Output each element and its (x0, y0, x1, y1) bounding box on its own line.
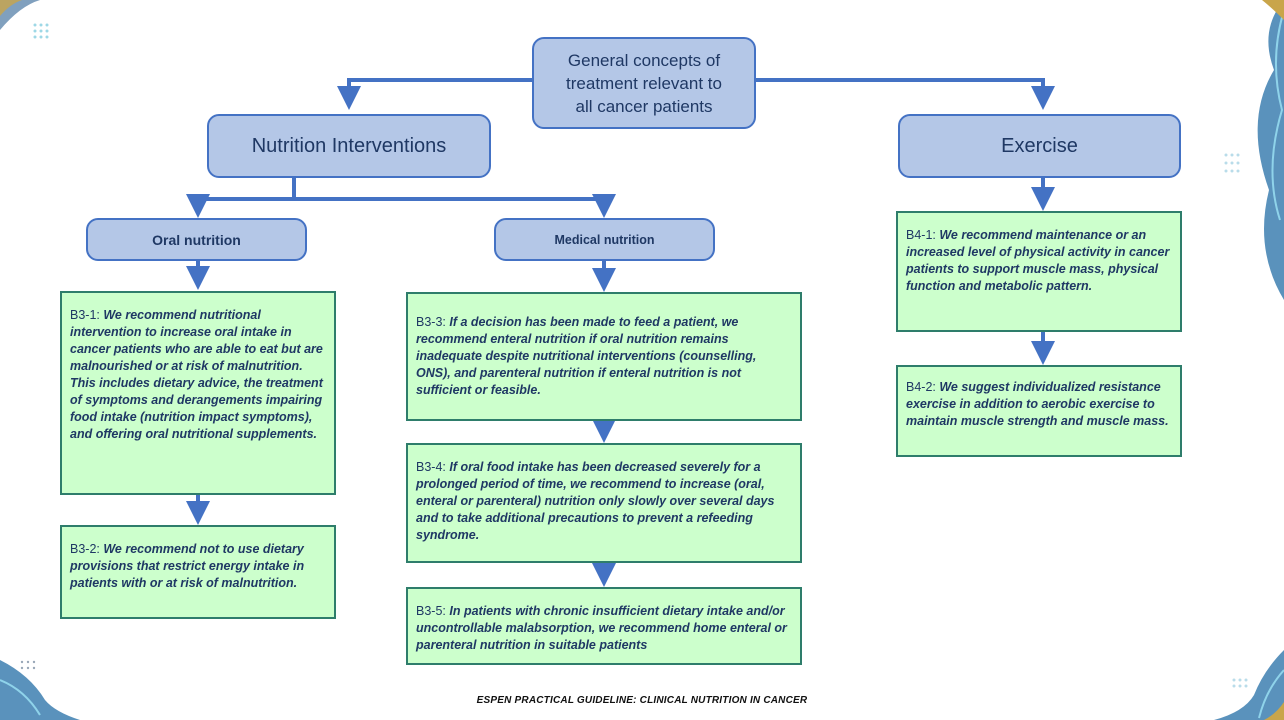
root-concept-box: General concepts of treatment relevant t… (532, 37, 756, 129)
recommendation-b3-2-text: We recommend not to use dietary provisio… (70, 542, 305, 590)
recommendation-b4-2: B4-2: We suggest individualized resistan… (896, 365, 1182, 457)
corner-decoration-top-right (1224, 0, 1284, 300)
recommendation-b3-4-text: If oral food intake has been decreased s… (416, 460, 775, 542)
recommendation-b4-2-text: We suggest individualized resistance exe… (906, 380, 1169, 428)
oral-nutrition-box: Oral nutrition (86, 218, 307, 261)
footer-citation: ESPEN PRACTICAL GUIDELINE: CLINICAL NUTR… (476, 695, 808, 706)
recommendation-b3-2: B3-2: We recommend not to use dietary pr… (60, 525, 336, 619)
recommendation-b4-2-code: B4-2: (906, 380, 940, 394)
recommendation-b4-1-code: B4-1: (906, 228, 940, 242)
recommendation-b4-1-text: We recommend maintenance or an increased… (906, 228, 1170, 293)
medical-nutrition-box: Medical nutrition (494, 218, 715, 261)
oral-nutrition-label: Oral nutrition (152, 231, 241, 248)
root-concept-line-1: General concepts of (567, 50, 721, 70)
corner-decoration-bottom-left (0, 660, 80, 720)
recommendation-b3-1-text: We recommend nutritional intervention to… (70, 308, 323, 441)
nutrition-interventions-label: Nutrition Interventions (251, 134, 447, 157)
exercise-box: Exercise (898, 114, 1181, 178)
recommendation-b3-3-text: If a decision has been made to feed a pa… (416, 315, 757, 397)
recommendation-b3-4: B3-4: If oral food intake has been decre… (406, 443, 802, 563)
recommendation-b3-5-text: In patients with chronic insufficient di… (416, 604, 787, 652)
corner-decoration-top-left (0, 0, 49, 39)
nutrition-interventions-box: Nutrition Interventions (207, 114, 491, 178)
arrow-nutrition-to-medical (294, 194, 616, 218)
recommendation-b3-5-code: B3-5: (416, 604, 450, 618)
recommendation-b3-4-code: B3-4: (416, 460, 450, 474)
recommendation-b3-3: B3-3: If a decision has been made to fee… (406, 292, 802, 421)
arrow-root-to-exercise (756, 78, 1055, 110)
medical-nutrition-label: Medical nutrition (554, 232, 655, 247)
arrow-nutrition-to-oral (186, 178, 296, 218)
recommendation-b3-5: B3-5: In patients with chronic insuffici… (406, 587, 802, 665)
root-concept-line-2: treatment relevant to (566, 73, 722, 93)
exercise-label: Exercise (1001, 134, 1078, 157)
recommendation-b4-1: B4-1: We recommend maintenance or an inc… (896, 211, 1182, 332)
recommendation-b3-1: B3-1: We recommend nutritional intervent… (60, 291, 336, 495)
arrow-root-to-nutrition (337, 78, 532, 110)
root-concept-line-3: all cancer patients (575, 96, 713, 116)
recommendation-b3-3-code: B3-3: (416, 315, 450, 329)
corner-decoration-bottom-right (1214, 650, 1284, 720)
recommendation-b3-1-code: B3-1: (70, 308, 104, 322)
recommendation-b3-2-code: B3-2: (70, 542, 104, 556)
